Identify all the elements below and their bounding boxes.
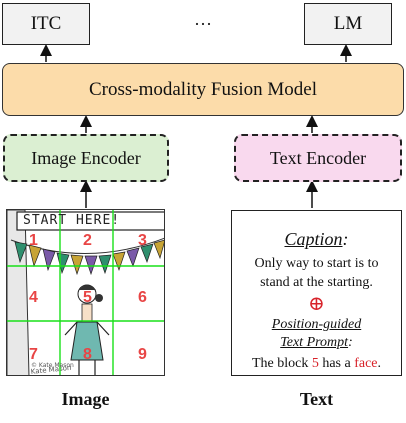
itc-label: ITC	[30, 13, 62, 34]
image-encoder-label: Image Encoder	[31, 147, 141, 168]
prompt-end: .	[377, 356, 382, 371]
caption-title: Caption	[284, 229, 343, 249]
prompt-title-text: Text Prompt	[280, 335, 349, 350]
cartoon-illustration: Kate Mason	[7, 210, 164, 376]
fusion-model-box: Cross-modality Fusion Model	[2, 63, 404, 116]
image-credit: © Kate Mason	[31, 362, 74, 369]
caption-line-2: stand at the starting.	[260, 275, 373, 290]
prompt-block-number: 5	[311, 356, 319, 371]
prompt-object: face	[354, 356, 378, 371]
caption-colon: :	[342, 229, 349, 249]
text-encoder-box: Text Encoder	[234, 134, 402, 182]
grid-number-5: 5	[83, 289, 92, 306]
lm-label: LM	[333, 13, 363, 34]
image-encoder-box: Image Encoder	[3, 134, 169, 182]
itc-box: ITC	[2, 3, 90, 45]
prompt-title-line-1: Position-guided	[271, 317, 362, 332]
grid-number-1: 1	[29, 232, 38, 249]
prompt-colon: :	[348, 335, 353, 350]
prompt-title-line-2: Text Prompt:	[232, 334, 401, 352]
text-label: Text	[299, 389, 334, 409]
grid-number-4: 4	[29, 289, 38, 306]
fusion-model-label: Cross-modality Fusion Model	[88, 78, 317, 100]
grid-number-8: 8	[83, 346, 92, 363]
prompt-sentence: The block 5 has a face.	[232, 354, 401, 374]
grid-number-9: 9	[138, 346, 147, 363]
grid-number-6: 6	[138, 289, 147, 306]
text-encoder-label: Text Encoder	[269, 147, 367, 168]
prompt-text-before: The block	[251, 356, 312, 371]
grid-number-2: 2	[83, 232, 92, 249]
image-panel: Kate Mason START HERE! 1 2 3 4 5 6 7 8 9…	[6, 209, 165, 376]
plus-symbol: ⊕	[308, 293, 325, 315]
grid-number-3: 3	[138, 232, 147, 249]
ellipsis: ···	[194, 14, 212, 34]
grid-number-7: 7	[29, 346, 38, 363]
image-label: Image	[61, 389, 110, 409]
caption-heading: Caption:	[232, 229, 401, 252]
svg-text:Kate Mason: Kate Mason	[30, 364, 71, 376]
prompt-text-middle: has a	[318, 356, 355, 371]
caption-line-1: Only way to start is to	[254, 256, 379, 271]
text-panel: Caption: Only way to start is to stand a…	[231, 210, 402, 376]
lm-box: LM	[304, 3, 392, 45]
sign-text: START HERE!	[23, 213, 121, 228]
